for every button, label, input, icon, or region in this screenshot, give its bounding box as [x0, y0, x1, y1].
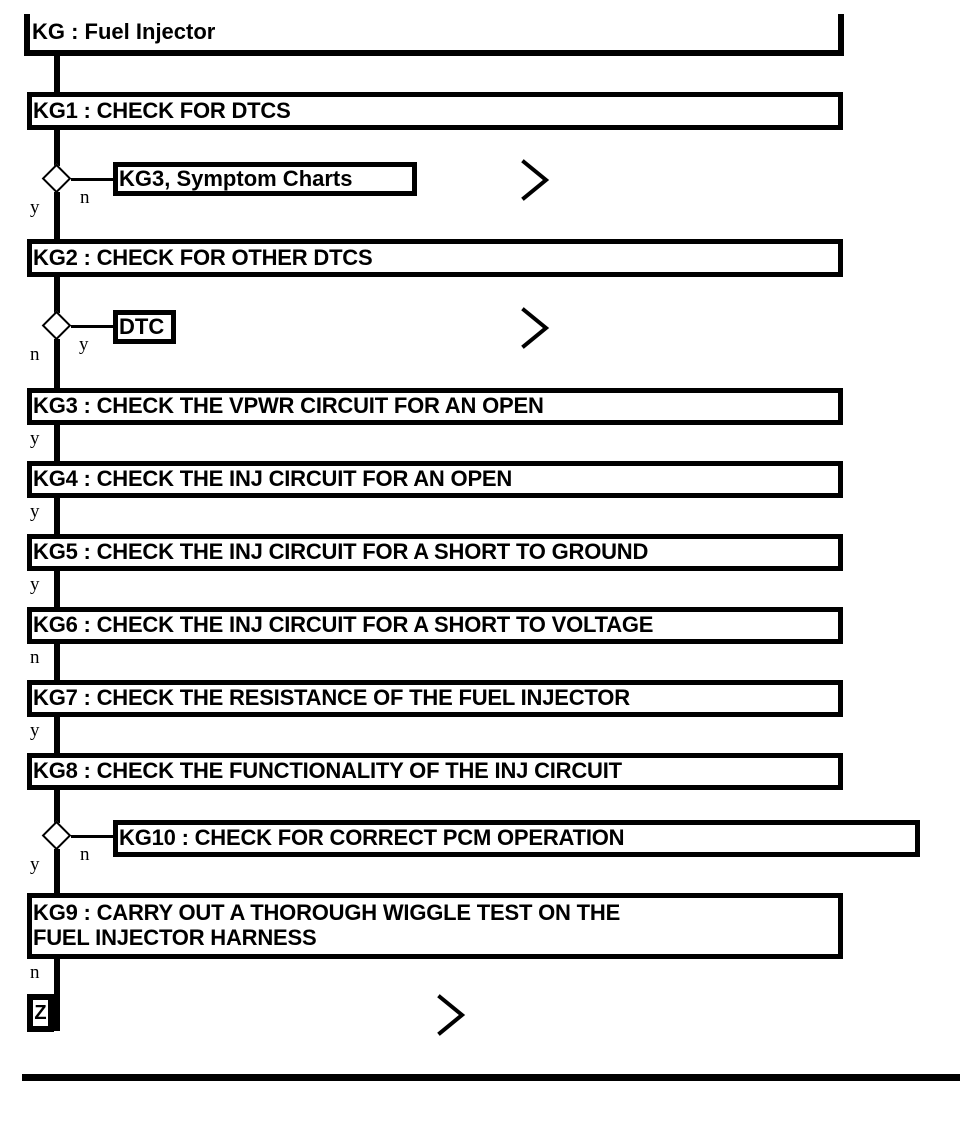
- connector-decision-1-to-kg2: [54, 192, 60, 240]
- connector-kg7-to-kg8: [54, 717, 60, 754]
- connector-decision-3-to-kg9: [54, 849, 60, 896]
- step-box-kg1[interactable]: KG1 : CHECK FOR DTCS: [27, 92, 843, 130]
- connector-kg6-to-kg7: [54, 644, 60, 681]
- branch-label-decision-3-no: n: [80, 844, 90, 865]
- decision-diamond-1[interactable]: [41, 163, 72, 194]
- diamond-shape: [41, 820, 72, 851]
- footer-divider-rule: [22, 1074, 960, 1081]
- step-label-kg9: KG9 : CARRY OUT A THOROUGH WIGGLE TEST O…: [33, 900, 621, 950]
- branch-label-decision-3-yes: y: [30, 854, 40, 875]
- branch-label-kg3-yes: y: [30, 428, 40, 449]
- flow-title-box[interactable]: KG : Fuel Injector: [24, 14, 844, 56]
- step-label-kg6: KG6 : CHECK THE INJ CIRCUIT FOR A SHORT …: [33, 612, 654, 638]
- connector-title-to-kg1: [54, 56, 60, 92]
- step-box-kg10[interactable]: KG10 : CHECK FOR CORRECT PCM OPERATION: [113, 820, 920, 857]
- step-label-kg10: KG10 : CHECK FOR CORRECT PCM OPERATION: [119, 825, 625, 851]
- branch-label-decision-1-yes: y: [30, 197, 40, 218]
- step-label-kg7: KG7 : CHECK THE RESISTANCE OF THE FUEL I…: [33, 685, 630, 711]
- decision-diamond-3[interactable]: [41, 820, 72, 851]
- connector-decision-2-to-kg3: [54, 339, 60, 389]
- reference-label-kg3-symptom-charts: KG3, Symptom Charts: [119, 166, 353, 191]
- decision-diamond-2[interactable]: [41, 310, 72, 341]
- diamond-shape: [41, 163, 72, 194]
- terminator-box-z[interactable]: Z: [27, 994, 54, 1032]
- reference-label-dtc: DTC: [119, 314, 165, 339]
- terminator-label-z: Z: [34, 1002, 47, 1024]
- branch-label-kg6-no: n: [30, 647, 40, 668]
- step-box-kg6[interactable]: KG6 : CHECK THE INJ CIRCUIT FOR A SHORT …: [27, 607, 843, 644]
- chevron-right-icon-2: [518, 304, 554, 352]
- connector-decision-2-yes: [71, 325, 116, 328]
- chevron-right-icon-3: [434, 991, 470, 1039]
- branch-label-decision-2-yes: y: [79, 334, 89, 355]
- flow-title-label: KG : Fuel Injector: [32, 19, 216, 44]
- step-label-kg3: KG3 : CHECK THE VPWR CIRCUIT FOR AN OPEN: [33, 393, 544, 419]
- step-box-kg7[interactable]: KG7 : CHECK THE RESISTANCE OF THE FUEL I…: [27, 680, 843, 717]
- step-label-kg2: KG2 : CHECK FOR OTHER DTCS: [33, 244, 373, 270]
- step-box-kg3[interactable]: KG3 : CHECK THE VPWR CIRCUIT FOR AN OPEN: [27, 388, 843, 425]
- connector-decision-1-no: [71, 178, 116, 181]
- step-box-kg5[interactable]: KG5 : CHECK THE INJ CIRCUIT FOR A SHORT …: [27, 534, 843, 571]
- diamond-shape: [41, 310, 72, 341]
- branch-label-decision-2-no: n: [30, 344, 40, 365]
- connector-kg3-to-kg4: [54, 425, 60, 462]
- step-label-kg5: KG5 : CHECK THE INJ CIRCUIT FOR A SHORT …: [33, 539, 649, 565]
- step-box-kg2[interactable]: KG2 : CHECK FOR OTHER DTCS: [27, 239, 843, 277]
- step-label-kg1: KG1 : CHECK FOR DTCS: [33, 97, 291, 123]
- step-label-kg8: KG8 : CHECK THE FUNCTIONALITY OF THE INJ…: [33, 758, 622, 784]
- connector-kg2-to-decision-2: [54, 277, 60, 313]
- branch-label-kg5-yes: y: [30, 574, 40, 595]
- reference-box-kg3-symptom-charts[interactable]: KG3, Symptom Charts: [113, 162, 417, 196]
- step-box-kg4[interactable]: KG4 : CHECK THE INJ CIRCUIT FOR AN OPEN: [27, 461, 843, 498]
- connector-kg9-to-terminator: [54, 959, 60, 1031]
- connector-decision-3-no: [71, 835, 116, 838]
- step-box-kg9[interactable]: KG9 : CARRY OUT A THOROUGH WIGGLE TEST O…: [27, 893, 843, 959]
- connector-kg5-to-kg6: [54, 571, 60, 608]
- connector-kg4-to-kg5: [54, 498, 60, 535]
- chevron-right-icon-1: [518, 156, 554, 204]
- connector-kg8-to-decision-3: [54, 790, 60, 823]
- branch-label-kg7-yes: y: [30, 720, 40, 741]
- connector-kg1-to-decision-1: [54, 130, 60, 166]
- branch-label-decision-1-no: n: [80, 187, 90, 208]
- reference-box-dtc[interactable]: DTC: [113, 310, 176, 344]
- branch-label-kg4-yes: y: [30, 501, 40, 522]
- branch-label-kg9-no: n: [30, 962, 40, 983]
- step-box-kg8[interactable]: KG8 : CHECK THE FUNCTIONALITY OF THE INJ…: [27, 753, 843, 790]
- step-label-kg4: KG4 : CHECK THE INJ CIRCUIT FOR AN OPEN: [33, 466, 513, 492]
